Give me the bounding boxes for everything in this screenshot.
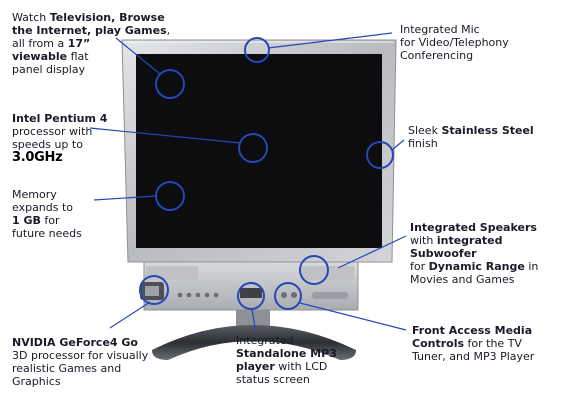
callout-cpu: Intel Pentium 4 processor with speeds up… [12,112,107,164]
memory-text-1: Memory [12,188,57,201]
callout-display: Watch Television, Browse the Internet, p… [12,11,170,76]
mp3-text-1: Integrated [236,334,294,347]
memory-text-3a: 1 GB [12,214,41,227]
speakers-text-1: Integrated Speakers [410,221,537,234]
display-text-1a: Watch [12,11,50,24]
callout-speakers: Integrated Speakers with integrated Subw… [410,221,567,286]
ring-screen [155,69,185,99]
controls-text-3: Tuner, and MP3 Player [412,350,535,363]
callout-controls: Front Access Media Controls for the TV T… [412,324,534,363]
cpu-text-1: Intel Pentium 4 [12,112,108,125]
ring-memory [155,181,185,211]
mp3-text-2: Standalone MP3 [236,347,337,360]
ring-mic [244,37,270,63]
display-text-2b: , [166,24,171,37]
display-text-2a: the Internet, play Games [12,24,167,37]
callout-steel: Sleek Stainless Steel finish [408,124,534,150]
callout-mp3: Integrated Standalone MP3 player with LC… [236,334,337,386]
gpu-text-1: NVIDIA GeForce4 Go [12,336,138,349]
memory-text-4: future needs [12,227,82,240]
steel-text-1b: Stainless Steel [441,124,534,137]
monitor-screen [136,54,382,248]
controls-text-2a: Controls [412,337,465,350]
callout-lines [89,32,407,333]
display-text-5: panel display [12,63,86,76]
callout-mic: Integrated Mic for Video/Telephony Confe… [400,23,509,62]
mp3-text-4: status screen [236,373,310,386]
ring-mp3 [237,282,265,310]
cpu-speed: 3.0GHz [12,150,63,165]
display-text-3a: all from a [12,37,68,50]
ring-controls [274,282,302,310]
memory-text-2: expands to [12,201,74,214]
display-text-4a: viewable [12,50,68,63]
cpu-text-3: speeds up to [12,138,83,151]
ring-steel [366,141,394,169]
mic-text-2: for Video/Telephony [400,36,509,49]
ring-cpu [238,133,268,163]
controls-text-2b: for the TV [464,337,522,350]
mp3-text-3b: with LCD [274,360,328,373]
cpu-text-2: processor with [12,125,93,138]
controls-text-1: Front Access Media [412,324,533,337]
mp3-text-3a: player [236,360,275,373]
display-text-3b: 17” [67,37,91,50]
speakers-text-3c: in [524,260,539,273]
display-text-4b: flat [67,50,89,63]
ring-speakers [299,255,329,285]
memory-text-3b: for [40,214,60,227]
speakers-text-2a: with [410,234,437,247]
steel-text-2: finish [408,137,438,150]
steel-text-1a: Sleek [408,124,442,137]
gpu-text-4: Graphics [12,375,61,388]
speakers-text-3a: for [410,260,429,273]
speakers-text-2b: integrated Subwoofer [410,234,503,260]
gpu-text-2: 3D processor for visually [12,349,149,362]
callout-rings [139,37,394,310]
display-text-1b: Television, Browse [49,11,165,24]
speakers-text-4: Movies and Games [410,273,515,286]
callout-memory: Memory expands to 1 GB for future needs [12,188,82,240]
speakers-text-3b: Dynamic Range [428,260,525,273]
gpu-text-3: realistic Games and [12,362,122,375]
mic-text-1: Integrated Mic [400,23,480,36]
front-control-panel [140,261,359,311]
mic-text-3: Conferencing [400,49,474,62]
callout-gpu: NVIDIA GeForce4 Go 3D processor for visu… [12,336,148,388]
ring-gpu [139,275,169,305]
